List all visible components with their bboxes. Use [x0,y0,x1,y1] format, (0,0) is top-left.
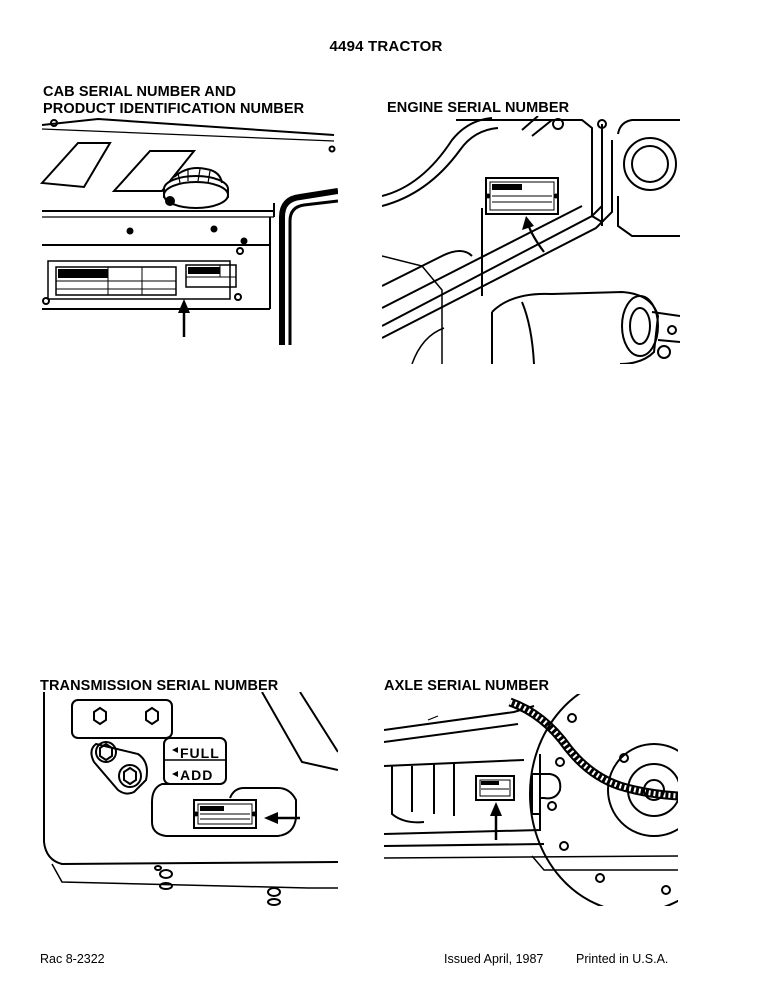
cab-serial-heading: CAB SERIAL NUMBER AND PRODUCT IDENTIFICA… [43,84,304,118]
cab-heading-line2: PRODUCT IDENTIFICATION NUMBER [43,101,305,117]
engine-heading-text: ENGINE SERIAL NUMBER [387,100,570,116]
engine-serial-heading: ENGINE SERIAL NUMBER [387,100,569,117]
engine-illustration [382,116,680,364]
issued-date: Issued April, 1987 [444,952,544,966]
axle-serial-heading: AXLE SERIAL NUMBER [384,678,549,695]
axle-illustration [384,694,678,906]
document-code: Rac 8-2322 [40,952,105,966]
transmission-heading-text: TRANSMISSION SERIAL NUMBER [40,678,279,694]
gauge-full-label: FULL [180,745,220,761]
gauge-add-label: ADD [180,767,214,783]
page-title: 4494 TRACTOR [329,38,443,55]
transmission-illustration: FULL ADD [38,692,338,912]
printed-location: Printed in U.S.A. [576,952,669,966]
oil-level-gauge-labels: FULL ADD [180,742,220,786]
transmission-serial-heading: TRANSMISSION SERIAL NUMBER [40,678,278,695]
axle-heading-text: AXLE SERIAL NUMBER [384,678,550,694]
cab-heading-line1: CAB SERIAL NUMBER AND [43,84,237,100]
cab-illustration [38,113,338,345]
